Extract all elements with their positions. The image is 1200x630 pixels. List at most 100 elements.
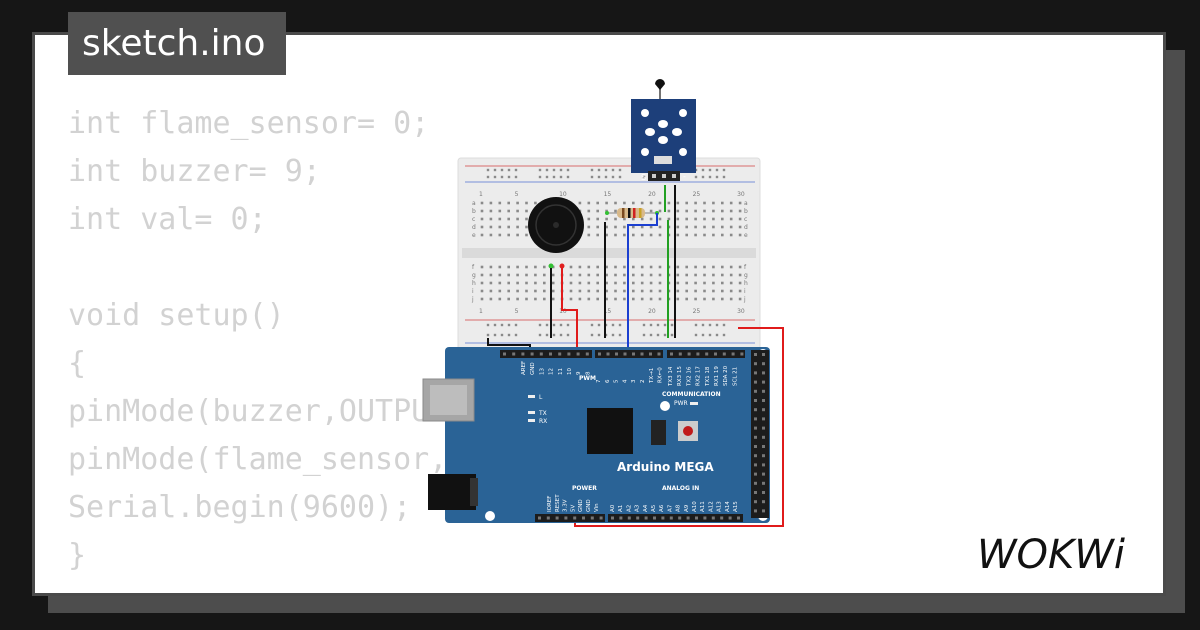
pin-label: 13 bbox=[539, 368, 545, 375]
pin-label: SDA 20 bbox=[723, 365, 729, 386]
pin-label: TX3 14 bbox=[668, 366, 674, 387]
row-letter: e bbox=[744, 232, 748, 239]
column-number: 10 bbox=[559, 308, 567, 315]
led-rx-label: RX bbox=[539, 418, 547, 425]
pin-label: GND bbox=[578, 499, 584, 512]
pin-label: Vin bbox=[594, 503, 600, 512]
pin-label: 8 bbox=[585, 371, 591, 375]
row-letter: b bbox=[744, 208, 748, 215]
code-line: Serial.begin(9600); bbox=[68, 490, 412, 525]
column-number: 1 bbox=[479, 308, 483, 315]
row-letter: j bbox=[743, 296, 746, 303]
pin-label: 7 bbox=[596, 379, 602, 383]
row-letter: h bbox=[744, 280, 748, 287]
pin-label: SCL 21 bbox=[732, 367, 738, 386]
sensor-pin-s-label: S bbox=[641, 173, 646, 182]
row-letter: f bbox=[472, 264, 475, 271]
row-letter: a bbox=[472, 200, 476, 207]
pin-label: A11 bbox=[700, 501, 706, 512]
pin-label: TX2 16 bbox=[686, 366, 692, 387]
pin-label: A5 bbox=[651, 504, 657, 512]
pwr-label: PWR bbox=[674, 400, 688, 407]
code-line: int flame_sensor= 0; bbox=[68, 106, 430, 141]
sensor-pin-gnd-label: - bbox=[683, 172, 686, 181]
pin-label: RX3 15 bbox=[677, 366, 683, 386]
pin-label: 4 bbox=[622, 379, 628, 383]
pin-label: A1 bbox=[618, 505, 624, 512]
row-letter: i bbox=[472, 288, 474, 295]
row-letter: e bbox=[472, 232, 476, 239]
pin-label: A15 bbox=[733, 501, 739, 512]
led-tx-label: TX bbox=[538, 410, 547, 417]
column-number: 15 bbox=[604, 191, 612, 198]
pin-label: A2 bbox=[626, 505, 632, 512]
wokwi-logo: WOKWi bbox=[977, 532, 1125, 578]
pin-label: GND bbox=[530, 362, 536, 375]
pin-label: TX→1 bbox=[649, 368, 655, 384]
pin-label: IOREF bbox=[547, 496, 553, 512]
pin-label: GND bbox=[586, 499, 592, 512]
pin-label: RESET bbox=[555, 494, 561, 512]
column-number: 20 bbox=[648, 308, 656, 315]
row-letter: h bbox=[472, 280, 476, 287]
pin-label: 3.3V bbox=[563, 499, 569, 512]
code-line: void setup() bbox=[68, 298, 285, 333]
code-line: int val= 0; bbox=[68, 202, 267, 237]
pin-label: A7 bbox=[667, 504, 673, 512]
wires[interactable] bbox=[487, 185, 784, 527]
pin-label: 5V bbox=[570, 505, 576, 512]
column-number: 25 bbox=[693, 308, 701, 315]
pin-label: A13 bbox=[717, 501, 723, 512]
code-line: } bbox=[68, 538, 87, 573]
column-number: 5 bbox=[515, 308, 519, 315]
svg-text:WOKWi: WOKWi bbox=[977, 532, 1125, 578]
column-number: 30 bbox=[737, 191, 745, 198]
analog-in-label: ANALOG IN bbox=[662, 485, 699, 492]
pin-label: 12 bbox=[549, 368, 555, 375]
code-editor[interactable]: int flame_sensor= 0;int buzzer= 9;int va… bbox=[68, 100, 574, 580]
pin-label: 11 bbox=[558, 368, 564, 375]
row-letter: b bbox=[472, 208, 476, 215]
row-letter: d bbox=[744, 224, 748, 231]
pin-label: RX1 19 bbox=[714, 366, 720, 386]
column-number: 10 bbox=[559, 191, 567, 198]
pin-label: A10 bbox=[692, 501, 698, 512]
code-line: pinMode(buzzer,OUTPUT); bbox=[68, 394, 484, 429]
led-l-label: L bbox=[539, 394, 543, 401]
board-name: Arduino MEGA bbox=[617, 460, 714, 474]
row-letter: g bbox=[472, 272, 476, 279]
pwm-label: PWM bbox=[579, 375, 596, 382]
pin-label: A9 bbox=[684, 504, 690, 512]
pin-label: A14 bbox=[725, 501, 731, 512]
column-number: 25 bbox=[693, 191, 701, 198]
pin-label: 5 bbox=[614, 379, 620, 383]
row-letter: i bbox=[744, 288, 746, 295]
file-tab-title[interactable]: sketch.ino bbox=[68, 12, 286, 75]
row-letter: f bbox=[744, 264, 747, 271]
column-number: 5 bbox=[515, 191, 519, 198]
pin-label: AREF bbox=[521, 361, 527, 375]
pin-label: 10 bbox=[567, 368, 573, 375]
pin-label: 3 bbox=[631, 379, 637, 383]
buzzer[interactable] bbox=[528, 197, 584, 269]
pin-label: A12 bbox=[708, 501, 714, 512]
pin-label: 6 bbox=[605, 379, 611, 383]
code-line: { bbox=[68, 346, 87, 381]
row-letter: c bbox=[744, 216, 747, 223]
column-number: 1 bbox=[479, 191, 483, 198]
pin-label: TX1 18 bbox=[705, 366, 711, 387]
row-letter: a bbox=[744, 200, 748, 207]
flame-sensor-module[interactable]: S - bbox=[631, 79, 696, 182]
pin-label: A4 bbox=[643, 504, 649, 512]
arduino-mega-board[interactable]: L TX RX PWM COMMUNICATION PWR POWER ANAL… bbox=[422, 347, 770, 523]
row-letter: d bbox=[472, 224, 476, 231]
pin-label: A3 bbox=[635, 504, 641, 512]
pin-label: A0 bbox=[610, 504, 616, 512]
column-number: 30 bbox=[737, 308, 745, 315]
row-letter: g bbox=[744, 272, 748, 279]
pin-label: RX2 17 bbox=[696, 366, 702, 386]
row-letter: c bbox=[472, 216, 475, 223]
pin-label: 2 bbox=[640, 380, 646, 384]
